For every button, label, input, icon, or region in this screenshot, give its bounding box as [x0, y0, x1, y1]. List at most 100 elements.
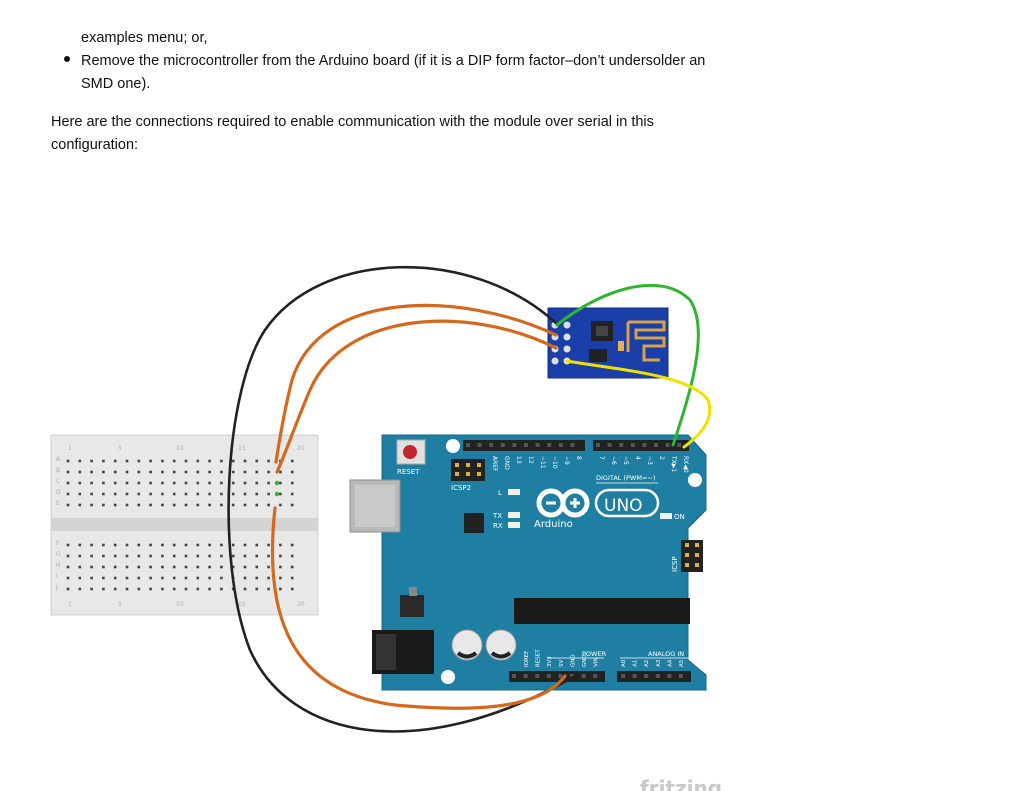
- wire-yellow-rx: [565, 359, 712, 449]
- breadboard-hole: [66, 503, 70, 507]
- breadboard-hole: [137, 554, 141, 558]
- bb-col-label: 10: [176, 601, 184, 608]
- header-pin: [667, 674, 672, 678]
- breadboard-hole: [66, 587, 70, 591]
- breadboard-hole: [208, 587, 211, 591]
- breadboard-hole: [267, 492, 270, 496]
- breadboard-hole: [102, 543, 105, 547]
- breadboard-hole: [231, 459, 235, 463]
- breadboard-hole: [113, 470, 117, 474]
- breadboard-hole: [279, 470, 282, 474]
- breadboard-hole: [220, 481, 223, 485]
- breadboard-hole: [279, 587, 282, 591]
- breadboard-hole: [78, 481, 82, 485]
- breadboard-hole: [66, 565, 70, 569]
- breadboard-hole: [279, 492, 282, 496]
- breadboard-hole: [196, 503, 200, 507]
- breadboard-hole: [66, 481, 70, 485]
- breadboard-hole: [90, 576, 93, 580]
- bb-col-label: 1: [68, 445, 72, 452]
- breadboard-hole: [172, 492, 176, 496]
- bb-row-label: J: [55, 584, 58, 591]
- breadboard-hole: [161, 565, 164, 569]
- breadboard-hole: [196, 459, 200, 463]
- analog-pin-label: A4: [667, 659, 673, 667]
- breadboard-hole: [149, 554, 152, 558]
- breadboard-hole: [78, 459, 82, 463]
- breadboard-hole: [102, 470, 105, 474]
- breadboard-hole: [255, 576, 259, 580]
- breadboard-hole: [255, 587, 259, 591]
- breadboard-hole: [290, 503, 294, 507]
- header-pin: [632, 674, 637, 678]
- power-pin-label: 3V3: [547, 656, 553, 667]
- breadboard-hole: [172, 554, 176, 558]
- breadboard-hole: [184, 576, 188, 580]
- breadboard-hole: [125, 576, 129, 580]
- header-pin: [535, 443, 540, 447]
- breadboard-hole: [184, 587, 188, 591]
- breadboard-hole: [290, 492, 294, 496]
- led-on-label: ON: [674, 513, 685, 521]
- breadboard-hole: [172, 481, 176, 485]
- breadboard-hole: [255, 481, 259, 485]
- breadboard-hole: [243, 503, 247, 507]
- breadboard-hole: [78, 587, 82, 591]
- breadboard-hole: [255, 543, 259, 547]
- breadboard-hole: [102, 459, 105, 463]
- breadboard-hole: [90, 470, 93, 474]
- breadboard-hole: [90, 554, 93, 558]
- digital-pin-label: ~9: [563, 456, 570, 465]
- analog-pin-label: A5: [679, 659, 685, 667]
- breadboard-hole: [184, 554, 188, 558]
- breadboard: 1 5 10 15 20 1 5 10 15 20 A B C D E F G …: [50, 434, 319, 616]
- breadboard-hole: [90, 587, 93, 591]
- bb-row-label: C: [56, 478, 60, 485]
- header-pin: [558, 443, 563, 447]
- breadboard-hole: [149, 565, 152, 569]
- breadboard-hole: [220, 459, 223, 463]
- analog-pin-label: A2: [644, 660, 650, 667]
- breadboard-hole: [267, 587, 270, 591]
- wire-orange-vcc-1: [274, 303, 558, 464]
- wire-orange-vcc-2: [275, 319, 558, 474]
- breadboard-hole: [255, 503, 259, 507]
- bb-row-label: G: [56, 551, 61, 558]
- header-pin: [570, 443, 575, 447]
- breadboard-hole: [290, 554, 294, 558]
- wire-orange-3v3: [270, 506, 567, 710]
- breadboard-hole: [290, 543, 294, 547]
- breadboard-hole: [279, 481, 282, 485]
- bb-col-label: 10: [176, 445, 184, 452]
- bb-row-label: F: [56, 540, 60, 547]
- breadboard-hole: [196, 565, 200, 569]
- breadboard-hole: [243, 470, 247, 474]
- arduino-brand-label: Arduino: [534, 519, 573, 530]
- breadboard-hole: [220, 587, 223, 591]
- breadboard-hole: [220, 470, 223, 474]
- wire-black-gnd: [227, 265, 577, 733]
- breadboard-hole: [267, 576, 270, 580]
- breadboard-hole: [113, 543, 117, 547]
- breadboard-hole: [290, 576, 294, 580]
- breadboard-hole: [220, 492, 223, 496]
- breadboard-hole: [90, 503, 93, 507]
- breadboard-hole: [102, 481, 105, 485]
- header-pin: [679, 674, 683, 678]
- digital-header-pins: [466, 443, 682, 447]
- breadboard-hole: [149, 576, 152, 580]
- header-pin: [644, 674, 649, 678]
- analog-pin-label: A3: [656, 659, 662, 667]
- esp8266-module: [547, 307, 669, 379]
- breadboard-hole: [184, 481, 188, 485]
- header-pin: [524, 443, 528, 447]
- digital-pin-label: ~10: [551, 456, 558, 469]
- breadboard-hole: [243, 576, 247, 580]
- header-pin: [642, 443, 647, 447]
- breadboard-hole: [172, 459, 176, 463]
- bb-row-label: I: [56, 573, 58, 580]
- header-pin: [665, 443, 670, 447]
- breadboard-hole: [208, 503, 211, 507]
